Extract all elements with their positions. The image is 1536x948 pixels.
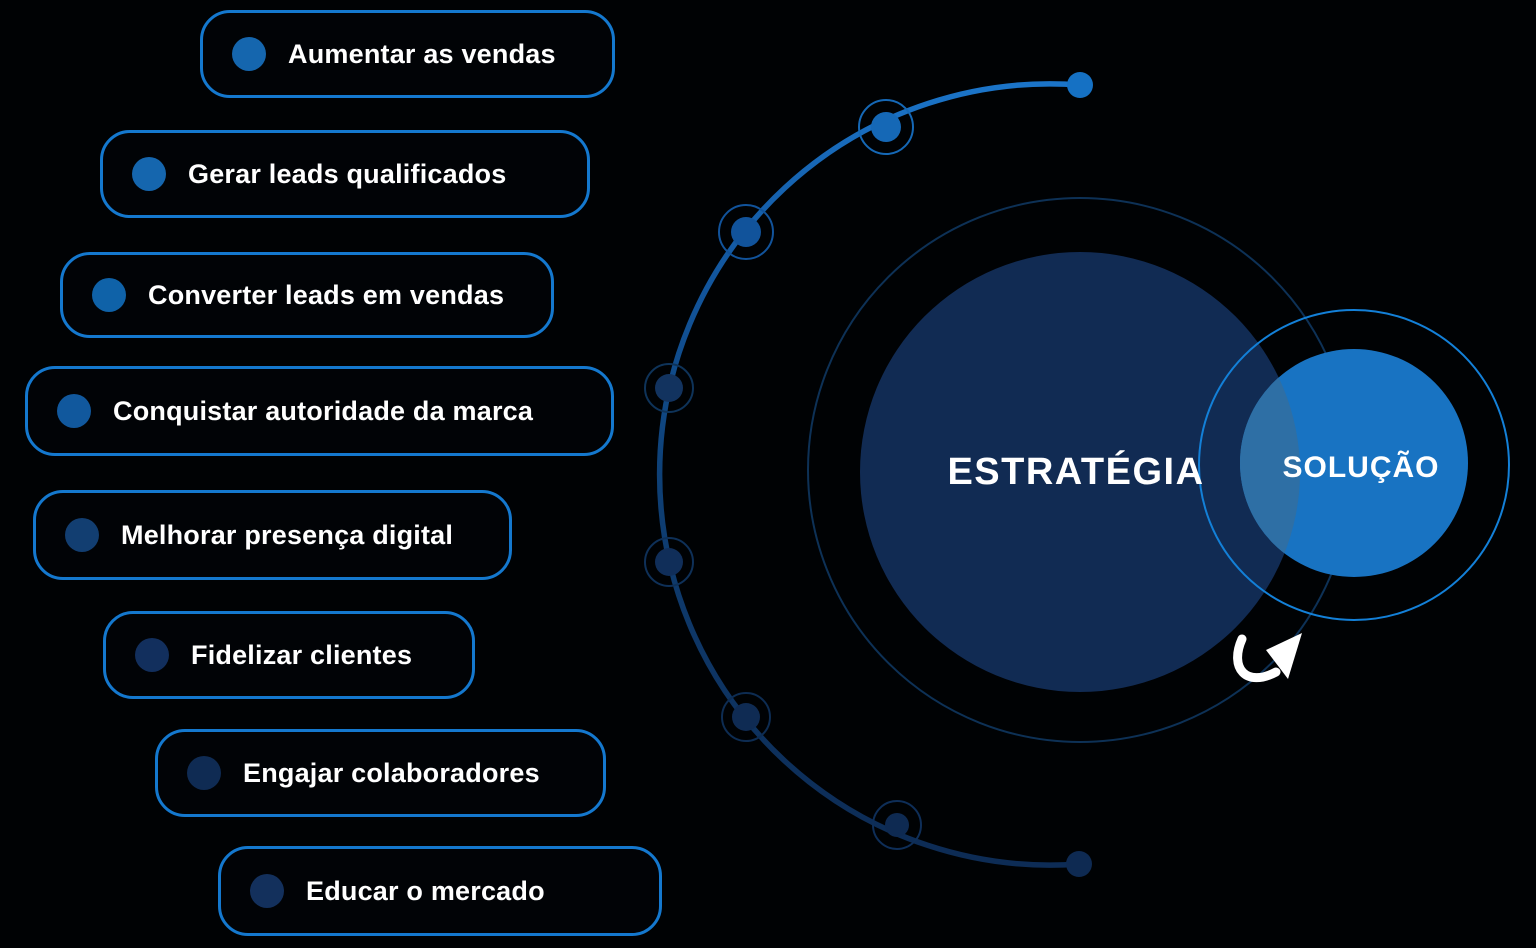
strategy-circle [860, 252, 1300, 692]
goal-pill-4: Conquistar autoridade da marca [25, 366, 614, 456]
bullet-dot [232, 37, 266, 71]
goal-label: Melhorar presença digital [121, 519, 454, 550]
bullet-dot [135, 638, 169, 672]
goal-label: Aumentar as vendas [288, 38, 556, 69]
orbit-node-5 [644, 537, 694, 587]
goal-label: Gerar leads qualificados [188, 158, 507, 189]
goal-pill-5: Melhorar presença digital [33, 490, 512, 580]
orbit-node-dot [732, 703, 760, 731]
orbit-node-1 [1067, 72, 1093, 98]
orbit-node-ring [858, 99, 914, 155]
bullet-dot [92, 278, 126, 312]
goal-label: Engajar colaboradores [243, 757, 540, 788]
solution-circle [1240, 349, 1468, 577]
orbit-node-ring [644, 537, 694, 587]
orbit-node-ring [872, 800, 922, 850]
goal-label: Converter leads em vendas [148, 279, 505, 310]
orbit-node-ring [721, 692, 771, 742]
goal-pill-7: Engajar colaboradores [155, 729, 606, 817]
goal-label: Fidelizar clientes [191, 639, 413, 670]
orbit-node-dot [871, 112, 901, 142]
curved-arrow-tail [1233, 634, 1281, 682]
goal-label: Educar o mercado [306, 875, 545, 906]
bullet-dot-icon [232, 37, 266, 71]
goal-pill-8: Educar o mercado [218, 846, 662, 936]
bullet-dot-icon [132, 157, 166, 191]
bullet-dot [57, 394, 91, 428]
goal-label: Conquistar autoridade da marca [113, 395, 534, 426]
orbit-node-4 [644, 363, 694, 413]
orbit-node-dot [655, 548, 683, 576]
bullet-dot [65, 518, 99, 552]
bullet-dot-icon [57, 394, 91, 428]
orbit-node-7 [872, 800, 922, 850]
goal-pill-2: Gerar leads qualificados [100, 130, 590, 218]
goal-pill-3: Converter leads em vendas [60, 252, 554, 338]
bullet-dot [250, 874, 284, 908]
curved-arrow-head [1266, 633, 1302, 679]
orbit-node-ring [718, 204, 774, 260]
bullet-dot [187, 756, 221, 790]
bullet-dot-icon [92, 278, 126, 312]
goal-pill-1: Aumentar as vendas [200, 10, 615, 98]
orbit-node-ring [644, 363, 694, 413]
bullet-dot-icon [250, 874, 284, 908]
orbit-node-dot [731, 217, 761, 247]
curved-arrow-icon [1233, 633, 1302, 682]
solution-outline-ring [1198, 309, 1510, 621]
orbit-node-dot [655, 374, 683, 402]
strategy-label: ESTRATÉGIA [947, 449, 1204, 493]
bullet-dot-icon [135, 638, 169, 672]
bullet-dot-icon [65, 518, 99, 552]
orbit-node-dot [1066, 851, 1092, 877]
goal-pill-6: Fidelizar clientes [103, 611, 475, 699]
orbit-node-3 [718, 204, 774, 260]
solution-label: SOLUÇÃO [1283, 450, 1440, 484]
orbit-node-2 [858, 99, 914, 155]
orbit-node-8 [1066, 851, 1092, 877]
orbit-node-dot [885, 813, 909, 837]
bullet-dot [132, 157, 166, 191]
bullet-dot-icon [187, 756, 221, 790]
orbit-node-6 [721, 692, 771, 742]
orbit-node-dot [1067, 72, 1093, 98]
